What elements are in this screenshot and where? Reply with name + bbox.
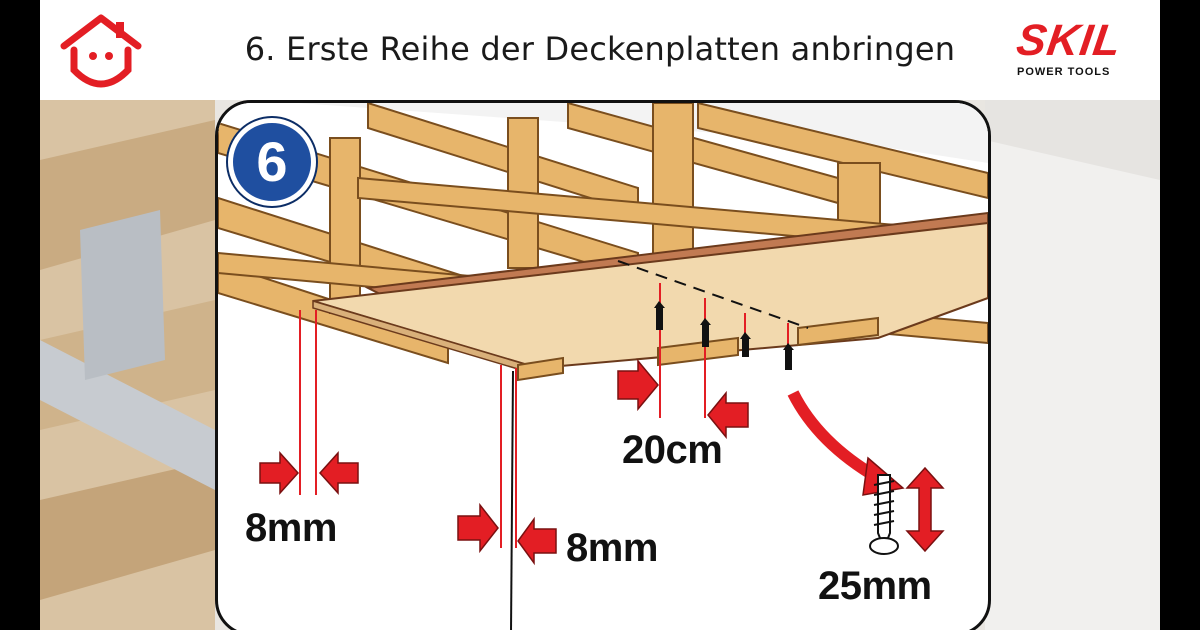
arrow-icon	[259, 358, 749, 566]
screw-spacing-label: 20cm	[622, 428, 723, 472]
gap-right-label: 8mm	[566, 526, 658, 570]
brand-name: SKIL	[1013, 16, 1125, 65]
instruction-illustration	[215, 100, 991, 630]
letterbox-left	[0, 0, 40, 630]
background-scene	[40, 100, 1160, 630]
step-number-badge: 6	[228, 118, 316, 206]
gap-left-label: 8mm	[245, 506, 337, 550]
page-title: 6. Erste Reihe der Deckenplatten anbring…	[244, 30, 956, 68]
screw-detail	[869, 474, 899, 555]
double-arrow-icon	[905, 466, 945, 553]
header-bar: 6. Erste Reihe der Deckenplatten anbring…	[40, 0, 1160, 100]
screw-length-label: 25mm	[818, 564, 932, 608]
ceiling-diagram	[218, 103, 988, 630]
letterbox-right	[1160, 0, 1200, 630]
screw-icon	[654, 301, 794, 370]
house-smile-icon	[60, 14, 142, 88]
skil-logo: SKIL POWER TOOLS	[1013, 16, 1143, 80]
brand-tagline: POWER TOOLS	[1017, 66, 1111, 78]
